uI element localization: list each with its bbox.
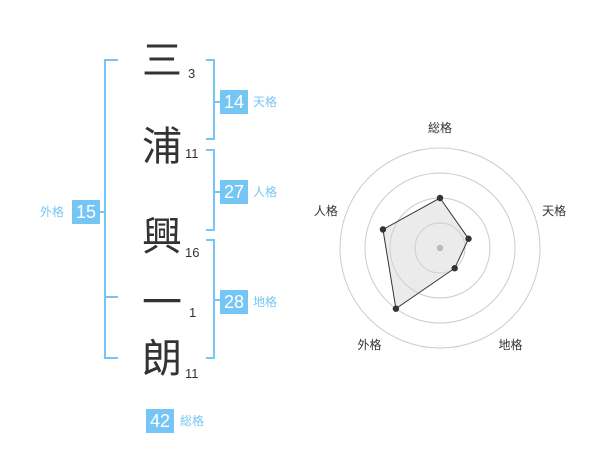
gaikaku-label: 外格	[40, 205, 65, 219]
name-char-2: 浦	[142, 124, 182, 170]
radar-axis-label-5: 人格	[314, 203, 338, 218]
jinkaku-value: 27	[220, 180, 248, 204]
stroke-count-4: 1	[189, 305, 197, 320]
chikaku-bracket	[206, 239, 215, 359]
stroke-count-2: 11	[185, 146, 199, 161]
radar-polygon	[382, 197, 470, 310]
stroke-count-3: 16	[185, 245, 200, 260]
soukaku-label: 総格	[180, 414, 205, 428]
radar-axis-label-1: 総格	[428, 120, 452, 135]
radar-ring	[364, 172, 516, 324]
tenkaku-value: 14	[220, 90, 248, 114]
gaikaku-bracket	[104, 59, 118, 359]
radar-axis-label-4: 外格	[357, 337, 381, 352]
name-char-1: 三	[142, 38, 182, 84]
chikaku-value: 28	[220, 290, 248, 314]
radar-point-1	[436, 194, 444, 202]
radar-point-4	[392, 305, 400, 312]
name-char-3: 興	[142, 214, 182, 260]
jinkaku-bracket	[206, 149, 215, 231]
radar-ring	[414, 222, 466, 274]
tenkaku-bracket	[206, 59, 215, 140]
name-char-5: 朗	[142, 336, 182, 382]
name-char-4: 一	[142, 280, 182, 326]
radar-center-dot	[436, 244, 444, 252]
radar-point-2	[465, 235, 472, 242]
stroke-count-1: 3	[188, 66, 196, 81]
bracket-lines	[98, 59, 220, 359]
jinkaku-label: 人格	[253, 185, 278, 199]
radar-axis-label-3: 地格	[499, 337, 523, 352]
stroke-count-5: 11	[185, 366, 199, 381]
radar-point-5	[379, 226, 387, 233]
tenkaku-label: 天格	[253, 95, 278, 109]
radar-shape	[379, 194, 472, 312]
gaikaku-value: 15	[72, 200, 100, 224]
chikaku-label: 地格	[253, 295, 278, 309]
radar-ring	[339, 147, 541, 349]
radar-point-3	[451, 265, 458, 272]
soukaku-value: 42	[146, 409, 174, 433]
radar-axis-label-2: 天格	[542, 203, 566, 218]
